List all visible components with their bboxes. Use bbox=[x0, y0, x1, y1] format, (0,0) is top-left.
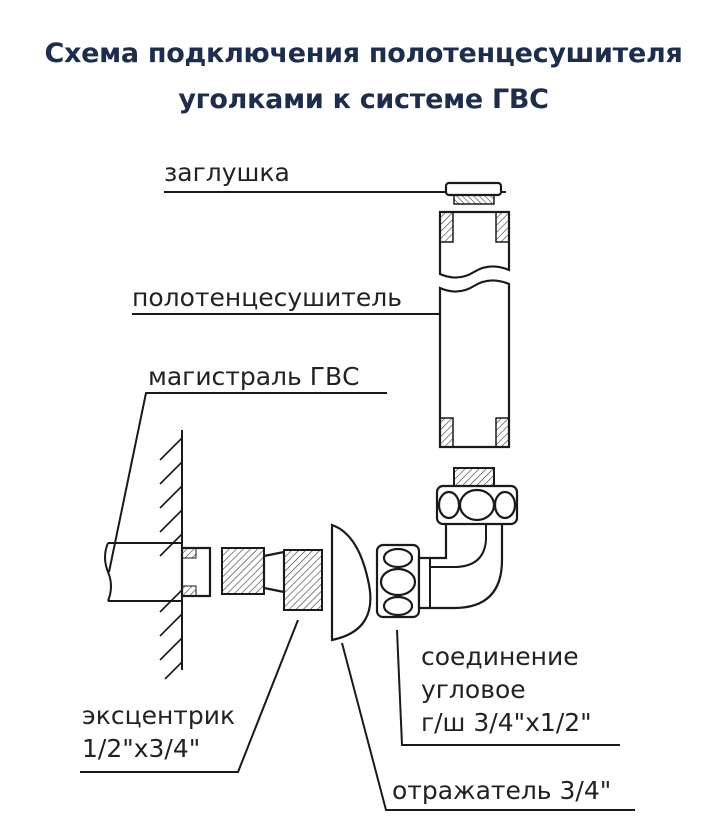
diagram-title-line-2: уголками к системе ГВС bbox=[178, 84, 549, 115]
reflector-leader bbox=[341, 642, 635, 811]
label-towel-dryer: полотенцесушитель bbox=[132, 283, 402, 312]
eccentric-fitting bbox=[221, 547, 323, 611]
label-eccentric-line-2: 1/2"х3/4" bbox=[82, 734, 201, 763]
eccentric-leader bbox=[80, 619, 299, 773]
label-reflector: отражатель 3/4" bbox=[392, 776, 612, 805]
label-eccentric-line-1: эксцентрик bbox=[82, 701, 236, 730]
leader-lines bbox=[80, 191, 635, 811]
diagram-title-line-1: Схема подключения полотенцесушителя bbox=[44, 38, 683, 69]
main-line-leader bbox=[108, 392, 387, 573]
reflector bbox=[330, 523, 372, 642]
cap bbox=[444, 181, 503, 197]
label-angle-line-1: соединение bbox=[421, 642, 579, 671]
main-pipe bbox=[104, 542, 212, 602]
wall bbox=[159, 430, 183, 680]
angle-connection bbox=[375, 467, 519, 619]
label-angle-line-2: угловое bbox=[421, 675, 526, 704]
label-main-line: магистраль ГВС bbox=[148, 362, 360, 391]
towel-dryer-pipe bbox=[438, 181, 511, 449]
label-angle-line-3: г/ш 3/4"х1/2" bbox=[421, 708, 592, 737]
angle-leader bbox=[396, 629, 620, 746]
label-cap: заглушка bbox=[164, 158, 290, 187]
